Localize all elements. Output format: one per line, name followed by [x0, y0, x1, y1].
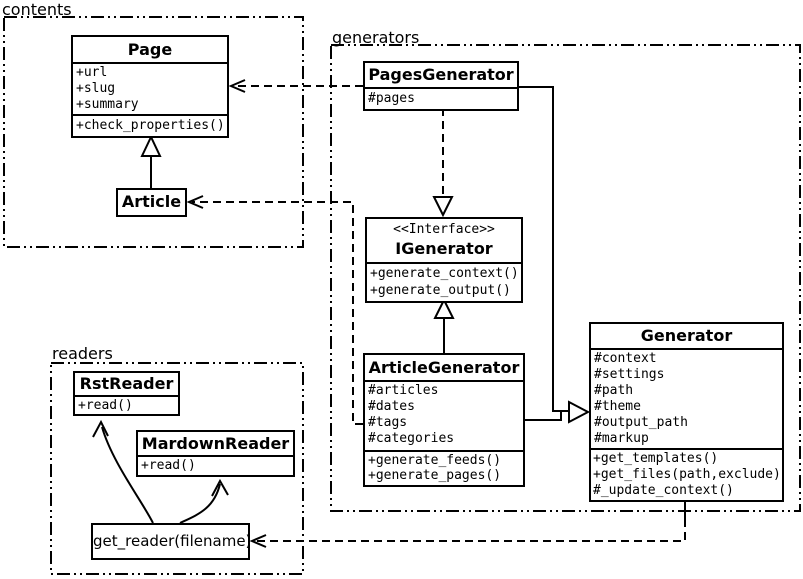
class-pagesgenerator-title: PagesGenerator — [365, 63, 517, 89]
method: +get_files(path,exclude) — [593, 467, 781, 482]
getreader-to-markdownreader-arrowhead-icon — [211, 478, 229, 497]
attribute: #dates — [368, 399, 415, 414]
class-generator-attributes: #context #settings #path #theme #output_… — [591, 350, 782, 448]
method: +generate_pages() — [368, 468, 502, 483]
articlegenerator-to-article-dash — [192, 201, 363, 425]
pagesgenerator-to-igenerator-triangle-icon — [432, 196, 454, 218]
generator-to-getreader-arrowhead-icon — [249, 534, 267, 548]
attribute: #markup — [594, 431, 649, 446]
method: +read() — [78, 398, 133, 413]
get-reader-node: get_reader(filename) — [91, 523, 250, 560]
getreader-to-rstreader-arrowhead-icon — [92, 419, 109, 438]
articlegenerator-to-igenerator-triangle-icon — [433, 297, 455, 319]
class-markdownreader-methods: +read() — [138, 457, 293, 475]
attribute: +summary — [76, 97, 139, 112]
contents-package-label: contents — [2, 0, 72, 19]
class-pagesgenerator: PagesGenerator #pages — [363, 61, 519, 111]
attribute: #pages — [368, 91, 415, 106]
class-igenerator-title: <<Interface>> IGenerator — [367, 219, 521, 264]
class-article-title: Article — [121, 192, 182, 211]
method: +generate_context() — [370, 266, 519, 281]
attribute: #categories — [368, 431, 455, 446]
method: +check_properties() — [76, 118, 225, 133]
pagesgenerator-to-page-arrowhead-icon — [228, 79, 246, 93]
articlegenerator-to-article-arrowhead-icon — [186, 195, 204, 209]
attribute: #theme — [594, 399, 641, 414]
attribute: #path — [594, 383, 634, 398]
generators-package-border — [330, 44, 801, 512]
class-rstreader-methods: +read() — [75, 397, 178, 414]
class-igenerator-methods: +generate_context() +generate_output() — [367, 264, 521, 301]
article-to-page-triangle-icon — [140, 134, 162, 157]
class-markdownreader-title: MardownReader — [138, 432, 293, 457]
method: +generate_output() — [370, 283, 511, 298]
attribute: #output_path — [594, 415, 688, 430]
method: +get_templates() — [593, 451, 719, 466]
class-generator-title: Generator — [591, 324, 782, 350]
class-page-attributes: +url +slug +summary — [73, 64, 227, 114]
contents-package-border — [3, 16, 304, 248]
method: +generate_feeds() — [368, 453, 502, 468]
to-generator-triangle-icon — [568, 400, 591, 424]
attribute: +slug — [76, 81, 116, 96]
class-igenerator-stereotype: <<Interface>> — [393, 222, 495, 237]
getreader-to-rstreader-curve — [101, 426, 154, 524]
class-articlegenerator-attributes: #articles #dates #tags #categories — [365, 382, 523, 450]
class-articlegenerator-methods: +generate_feeds() +generate_pages() — [365, 450, 523, 485]
class-igenerator-name: IGenerator — [395, 239, 493, 258]
pagesgenerator-to-generator-line — [519, 86, 568, 412]
generators-package-label: generators — [332, 28, 420, 47]
class-generator: Generator #context #settings #path #them… — [589, 322, 784, 502]
class-articlegenerator-title: ArticleGenerator — [365, 355, 523, 382]
readers-package-border — [50, 362, 304, 575]
class-markdownreader: MardownReader +read() — [136, 430, 295, 477]
class-articlegenerator: ArticleGenerator #articles #dates #tags … — [363, 353, 525, 487]
class-igenerator: <<Interface>> IGenerator +generate_conte… — [365, 217, 523, 303]
attribute: #context — [594, 351, 657, 366]
class-pagesgenerator-attributes: #pages — [365, 89, 517, 109]
attribute: #articles — [368, 383, 439, 398]
readers-package-label: readers — [52, 344, 113, 363]
class-rstreader-title: RstReader — [75, 373, 178, 397]
class-page-methods: +check_properties() — [73, 114, 227, 136]
class-generator-methods: +get_templates() +get_files(path,exclude… — [591, 448, 782, 500]
getreader-to-markdownreader-curve — [179, 483, 221, 524]
method: +read() — [141, 458, 196, 473]
articlegenerator-to-generator-line — [525, 411, 562, 421]
attribute: #tags — [368, 415, 408, 430]
attribute: +url — [76, 65, 108, 80]
generator-to-getreader-dash — [254, 519, 686, 542]
attribute: #settings — [594, 367, 665, 382]
class-rstreader: RstReader +read() — [73, 371, 180, 416]
class-page: Page +url +slug +summary +check_properti… — [71, 35, 229, 138]
class-article: Article — [116, 188, 187, 217]
class-page-title: Page — [73, 37, 227, 64]
method: #_update_context() — [593, 483, 734, 498]
